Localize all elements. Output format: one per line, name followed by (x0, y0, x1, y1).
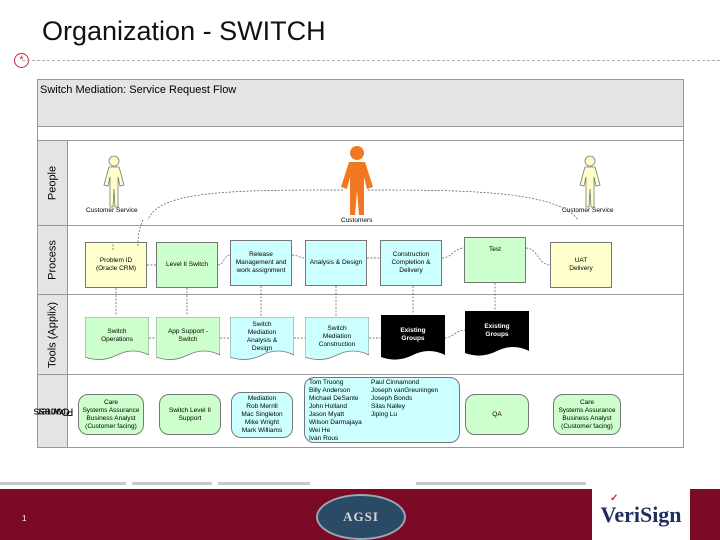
people-right-label: Customer Service (562, 207, 614, 214)
agsi-logo: AGSI (316, 494, 406, 540)
tool-document-app-support (156, 317, 220, 360)
tool-document-mediation-analysis (230, 317, 294, 360)
lane-label-process: Process (38, 226, 68, 294)
tool-document-existing-groups-2 (465, 311, 529, 356)
people-center-label: Customers (341, 217, 373, 224)
footer-stripe (416, 482, 586, 485)
footer-stripe (0, 482, 126, 485)
diagram-title: Switch Mediation: Service Request Flow (40, 84, 237, 96)
people-left-label: Customer Service (86, 207, 138, 214)
customer-person-icon (341, 146, 373, 215)
lane-label-people: People (38, 141, 68, 225)
slide-title: Organization - SWITCH (42, 16, 326, 46)
customer-service-person-icon (579, 155, 601, 208)
title-divider (22, 60, 720, 61)
tool-app-support-switch: App Support -Switch (167, 328, 209, 343)
verisign-check-icon: ✓ (610, 493, 619, 504)
customer-service-person-icon (103, 155, 125, 208)
process-problem-id: Problem ID(Oracle CRM) (85, 242, 147, 288)
footer-stripe (218, 482, 310, 485)
tool-document-mediation-construction (305, 317, 369, 360)
footer-stripe (132, 482, 212, 485)
flow-diagram: Switch Mediation: Service Request Flow P… (33, 79, 684, 448)
owner-qa: QA (465, 394, 529, 435)
process-test: Test (464, 237, 526, 283)
tool-document-existing-groups-1 (381, 315, 445, 360)
lane-process: Process Problem ID(Oracle CRM) Level II … (38, 226, 683, 295)
verisign-logo: ✓ VeriSign (592, 489, 690, 540)
tool-document-switch-operations (85, 317, 149, 360)
page-number: 1 (22, 514, 27, 523)
lane-people: People Customer Service Customers Custom… (38, 141, 683, 226)
header-band (38, 127, 683, 141)
process-analysis-design: Analysis & Design (305, 240, 367, 286)
lane-label-tools: Tools (Applix) (38, 295, 68, 374)
flow-connectors (112, 189, 579, 339)
diagram-header: Switch Mediation: Service Request Flow (38, 80, 683, 127)
process-level-ii-switch: Level II Switch (156, 242, 218, 288)
